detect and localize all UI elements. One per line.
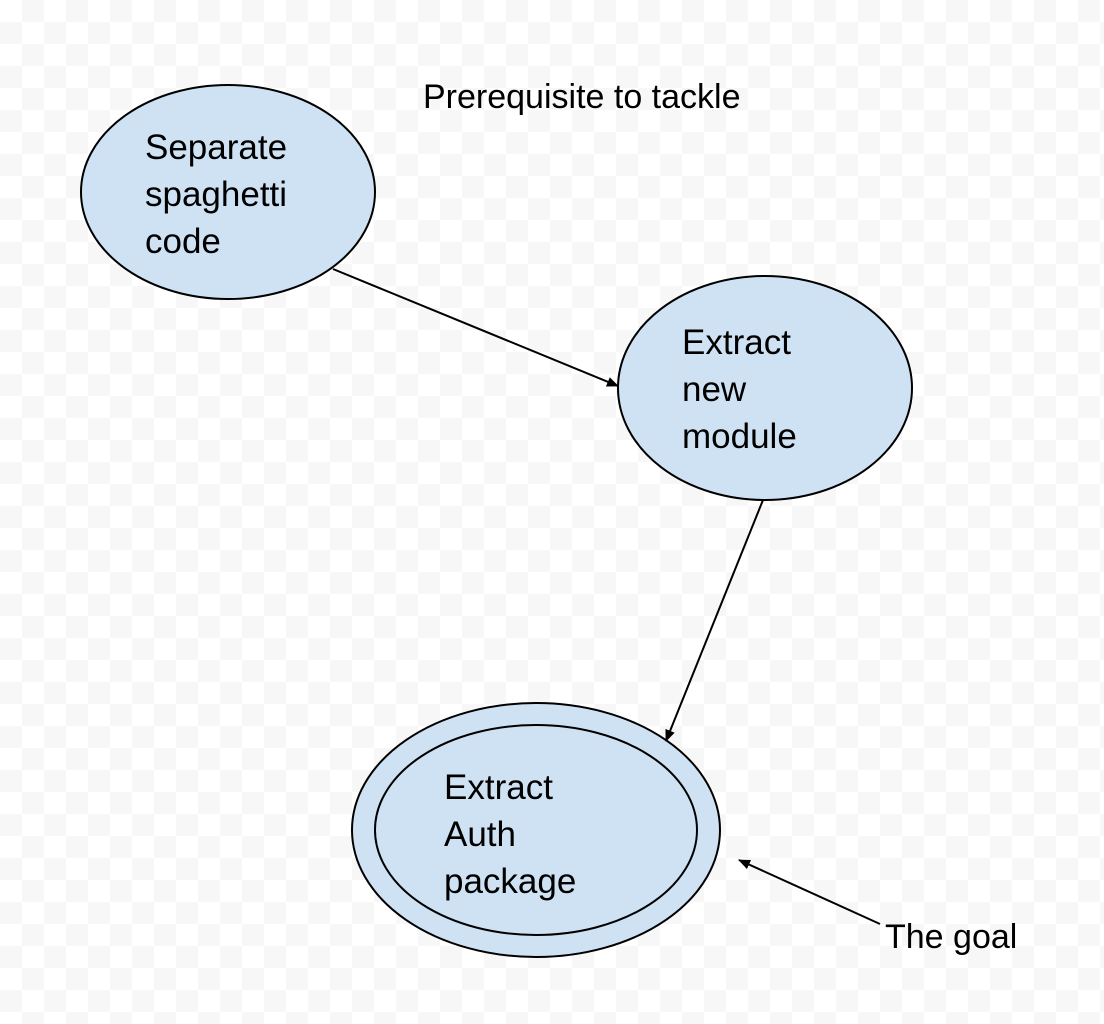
node-label-extract-auth-package: Extract Auth package — [444, 764, 576, 905]
node-label-extract-new-module: Extract new module — [682, 319, 797, 460]
node-label-line: new — [682, 370, 747, 409]
node-extract-new-module — [617, 275, 913, 501]
node-extract-auth-package-inner — [374, 724, 698, 936]
node-label-line: package — [444, 862, 577, 901]
arrow-goal-pointer — [738, 859, 881, 925]
node-label-line: code — [145, 222, 221, 261]
node-label-line: module — [682, 417, 797, 456]
node-separate-spaghetti-code — [80, 84, 376, 300]
caption-prerequisite: Prerequisite to tackle — [423, 78, 741, 116]
node-label-line: spaghetti — [145, 175, 288, 214]
node-label-line: Extract — [682, 323, 791, 362]
node-label-line: Separate — [145, 128, 288, 167]
node-label-separate-spaghetti-code: Separate spaghetti code — [145, 124, 287, 265]
goal-label: The goal — [885, 918, 1018, 956]
node-label-line: Auth — [444, 815, 516, 854]
arrow-node1-to-node2 — [332, 268, 619, 387]
node-label-line: Extract — [444, 768, 553, 807]
arrow-node2-to-node3 — [665, 499, 764, 742]
